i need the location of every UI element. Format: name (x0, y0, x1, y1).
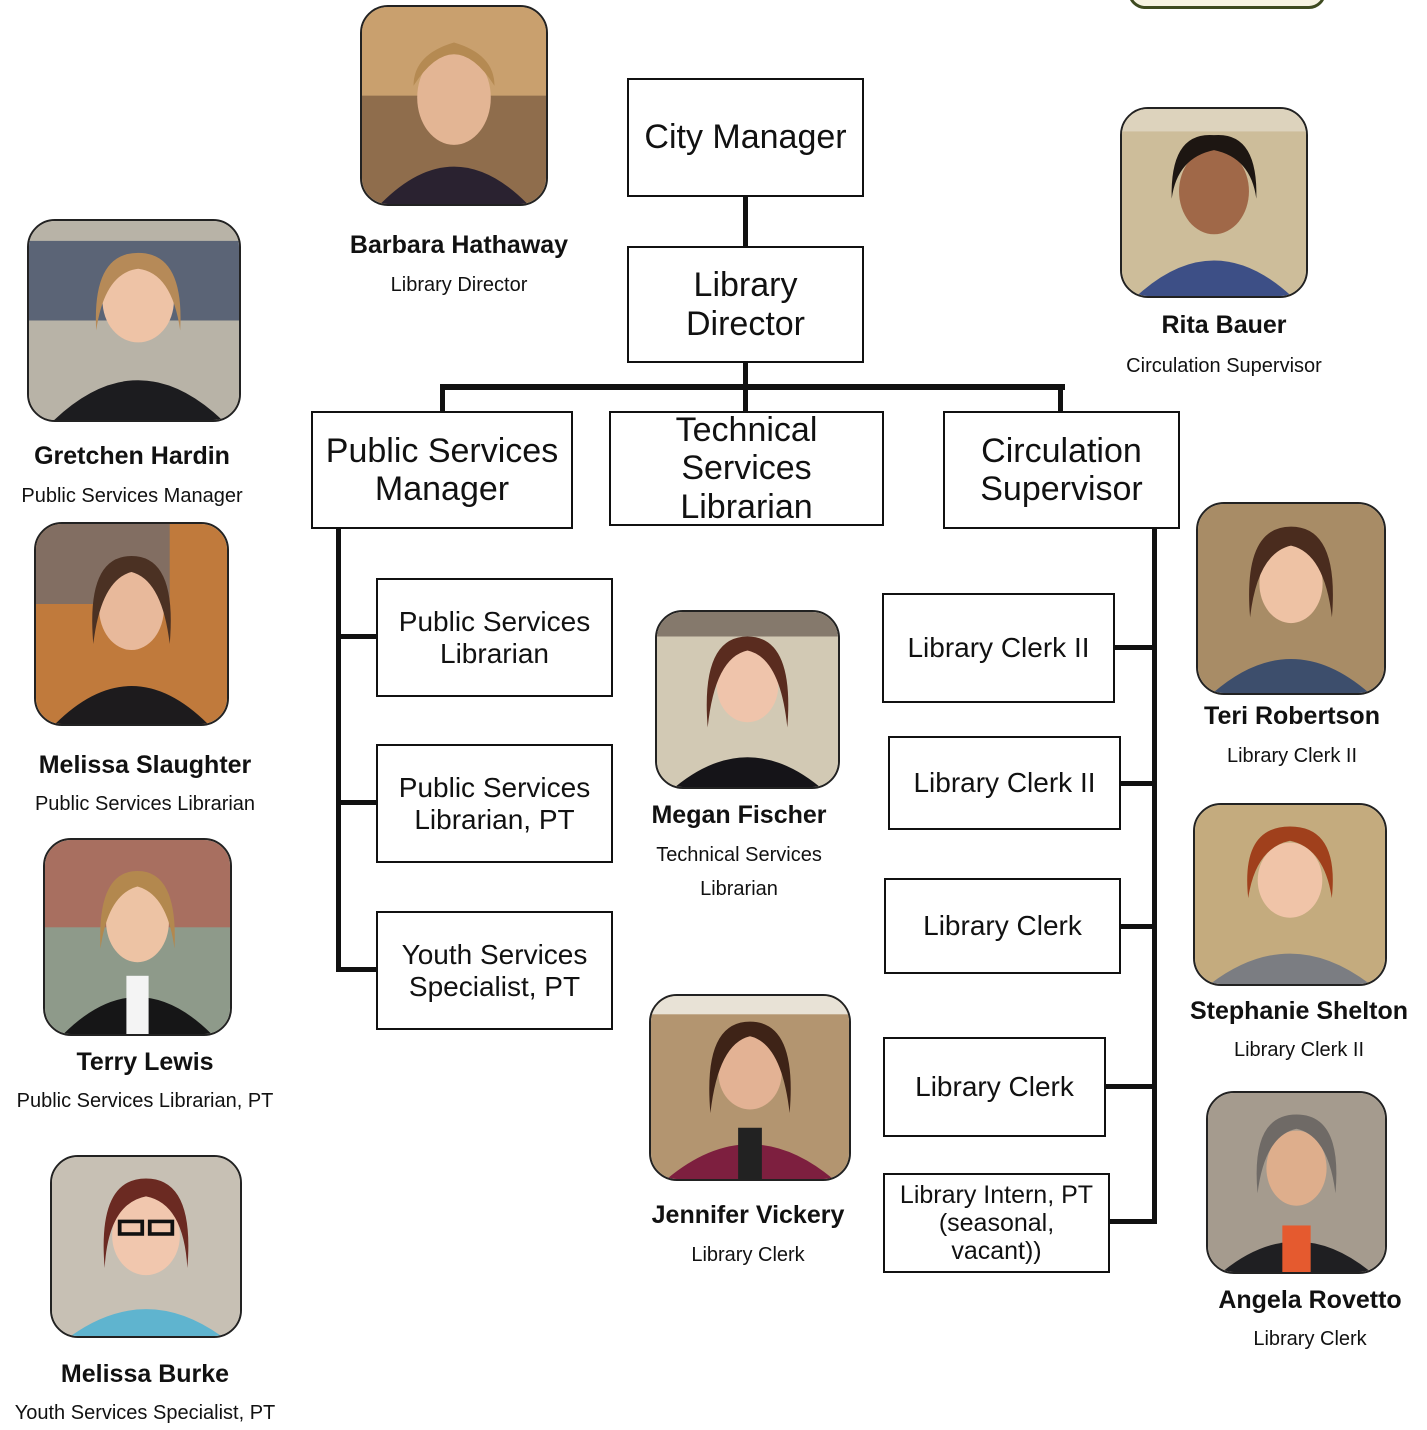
staff-photo-icon (655, 610, 840, 789)
staff-title: Public Services Librarian, PT (16, 1090, 274, 1112)
staff-name: Rita Bauer (1161, 311, 1287, 339)
staff-name: Barbara Hathaway (349, 231, 569, 259)
connector-director-down (743, 362, 748, 390)
library-logo-icon (1128, 0, 1326, 9)
box-youth-services-specialist: Youth Services Specialist, PT (376, 911, 613, 1030)
connector-clerk-1 (1119, 924, 1157, 929)
staff-photo-icon (43, 838, 232, 1036)
box-library-clerk-ii-1: Library Clerk II (882, 593, 1115, 703)
connector-psm-vertical (336, 528, 341, 972)
staff-name: Gretchen Hardin (34, 442, 230, 470)
staff-photo-icon (50, 1155, 242, 1338)
connector-to-cs (1058, 384, 1063, 414)
connector-cs-vertical (1152, 528, 1157, 1224)
staff-name: Terry Lewis (76, 1048, 214, 1076)
staff-title: Circulation Supervisor (1126, 355, 1322, 377)
staff-name: Stephanie Shelton (1189, 997, 1409, 1025)
staff-title: Technical Services Librarian (656, 844, 822, 900)
staff-photo-icon (649, 994, 851, 1181)
box-public-services-manager: Public Services Manager (311, 411, 573, 529)
staff-name: Megan Fischer (651, 801, 827, 829)
connector-horizontal-top (440, 384, 1065, 390)
staff-name: Teri Robertson (1204, 702, 1380, 730)
staff-title: Library Clerk (1253, 1328, 1367, 1350)
staff-name: Jennifer Vickery (651, 1201, 845, 1229)
box-public-services-librarian: Public Services Librarian (376, 578, 613, 697)
box-library-intern: Library Intern, PT (seasonal, vacant)) (883, 1173, 1110, 1273)
staff-title: Public Services Librarian (34, 793, 256, 815)
box-circulation-supervisor: Circulation Supervisor (943, 411, 1180, 529)
staff-photo-icon (1193, 803, 1387, 986)
staff-photo-icon (360, 5, 548, 206)
staff-title: Youth Services Specialist, PT (14, 1402, 276, 1424)
staff-name: Melissa Slaughter (38, 751, 252, 779)
staff-title: Public Services Manager (21, 485, 243, 507)
staff-name: Angela Rovetto (1218, 1286, 1402, 1314)
connector-clerk2-1 (1113, 645, 1157, 650)
box-library-director: Library Director (627, 246, 864, 363)
connector-city-director (743, 196, 748, 248)
connector-to-tsl (743, 384, 748, 414)
box-city-manager: City Manager (627, 78, 864, 197)
connector-pslpt (336, 800, 378, 805)
connector-clerk2-2 (1119, 781, 1157, 786)
connector-yss (336, 967, 378, 972)
connector-psl (336, 634, 378, 639)
staff-title: Library Clerk (691, 1244, 805, 1266)
box-library-clerk-ii-2: Library Clerk II (888, 736, 1121, 830)
staff-title: Library Clerk II (1233, 1039, 1365, 1061)
connector-clerk-2 (1104, 1084, 1157, 1089)
staff-title: Library Clerk II (1226, 745, 1358, 767)
box-library-clerk-1: Library Clerk (884, 878, 1121, 974)
staff-photo-icon (1206, 1091, 1387, 1274)
staff-photo-icon (34, 522, 229, 726)
staff-name: Melissa Burke (60, 1360, 230, 1388)
staff-photo-icon (1196, 502, 1386, 695)
connector-to-psm (440, 384, 445, 414)
connector-intern (1108, 1219, 1157, 1224)
box-technical-services-librarian: Technical Services Librarian (609, 411, 884, 526)
staff-photo-icon (1120, 107, 1308, 298)
box-library-clerk-2: Library Clerk (883, 1037, 1106, 1137)
staff-title: Library Director (390, 274, 528, 296)
staff-photo-icon (27, 219, 241, 422)
box-public-services-librarian-pt: Public Services Librarian, PT (376, 744, 613, 863)
